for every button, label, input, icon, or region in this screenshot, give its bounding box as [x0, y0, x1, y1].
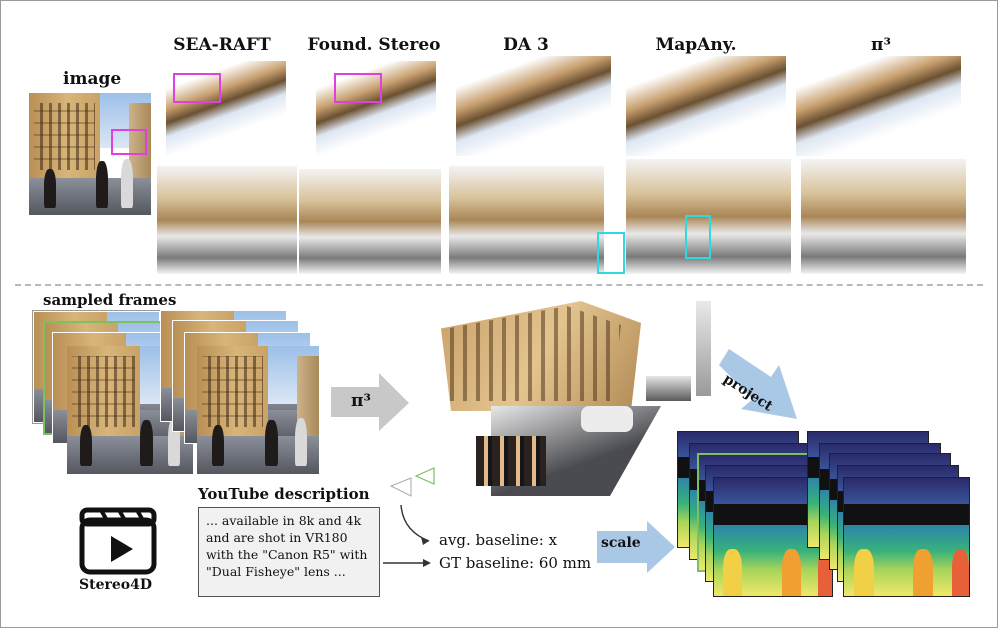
- pointcloud-front-da3: [449, 166, 604, 274]
- gt-baseline-note: GT baseline: 60 mm: [439, 554, 591, 572]
- sampled-frame-right: [197, 346, 319, 474]
- method-header-sea-raft: SEA-RAFT: [147, 35, 297, 55]
- highlight-box-magenta: [334, 73, 382, 103]
- youtube-description-title: YouTube description: [198, 485, 370, 503]
- pi3-arrow-icon: [331, 373, 411, 433]
- stereo4d-label: Stereo4D: [79, 577, 152, 593]
- method-header-pi3: π³: [806, 35, 956, 55]
- image-label: image: [63, 69, 121, 89]
- method-header-found-stereo: Found. Stereo: [299, 35, 449, 55]
- camera-frustums-icon: [386, 466, 446, 506]
- method-header-mapany: MapAny.: [621, 35, 771, 55]
- pointcloud-front-sea-raft: [157, 166, 297, 274]
- input-image: [29, 93, 151, 215]
- sampled-frames-label: sampled frames: [43, 291, 176, 309]
- highlight-box-cyan: [597, 232, 625, 274]
- pointcloud-top-pi3: [796, 56, 961, 156]
- method-header-da3: DA 3: [451, 35, 601, 55]
- scale-label: scale: [601, 535, 641, 551]
- clapperboard-icon: [79, 506, 157, 576]
- highlight-box-magenta: [111, 129, 147, 155]
- pointcloud-top-mapany: [626, 56, 786, 156]
- pointcloud-front-pi3: [801, 159, 966, 274]
- youtube-description-box: ... available in 8k and 4k and are shot …: [198, 507, 380, 597]
- depth-map-right: [843, 477, 970, 597]
- avg-baseline-note: avg. baseline: x: [439, 531, 557, 549]
- reconstruction-pointcloud: [431, 296, 661, 496]
- section-divider: [15, 284, 983, 286]
- highlight-box-cyan: [685, 215, 711, 259]
- pi3-arrow-label: π³: [351, 391, 371, 411]
- pointcloud-top-da3: [456, 56, 611, 156]
- pointcloud-front-found-stereo: [299, 169, 441, 274]
- connector-arrows-icon: [379, 501, 439, 591]
- highlight-box-magenta: [173, 73, 221, 103]
